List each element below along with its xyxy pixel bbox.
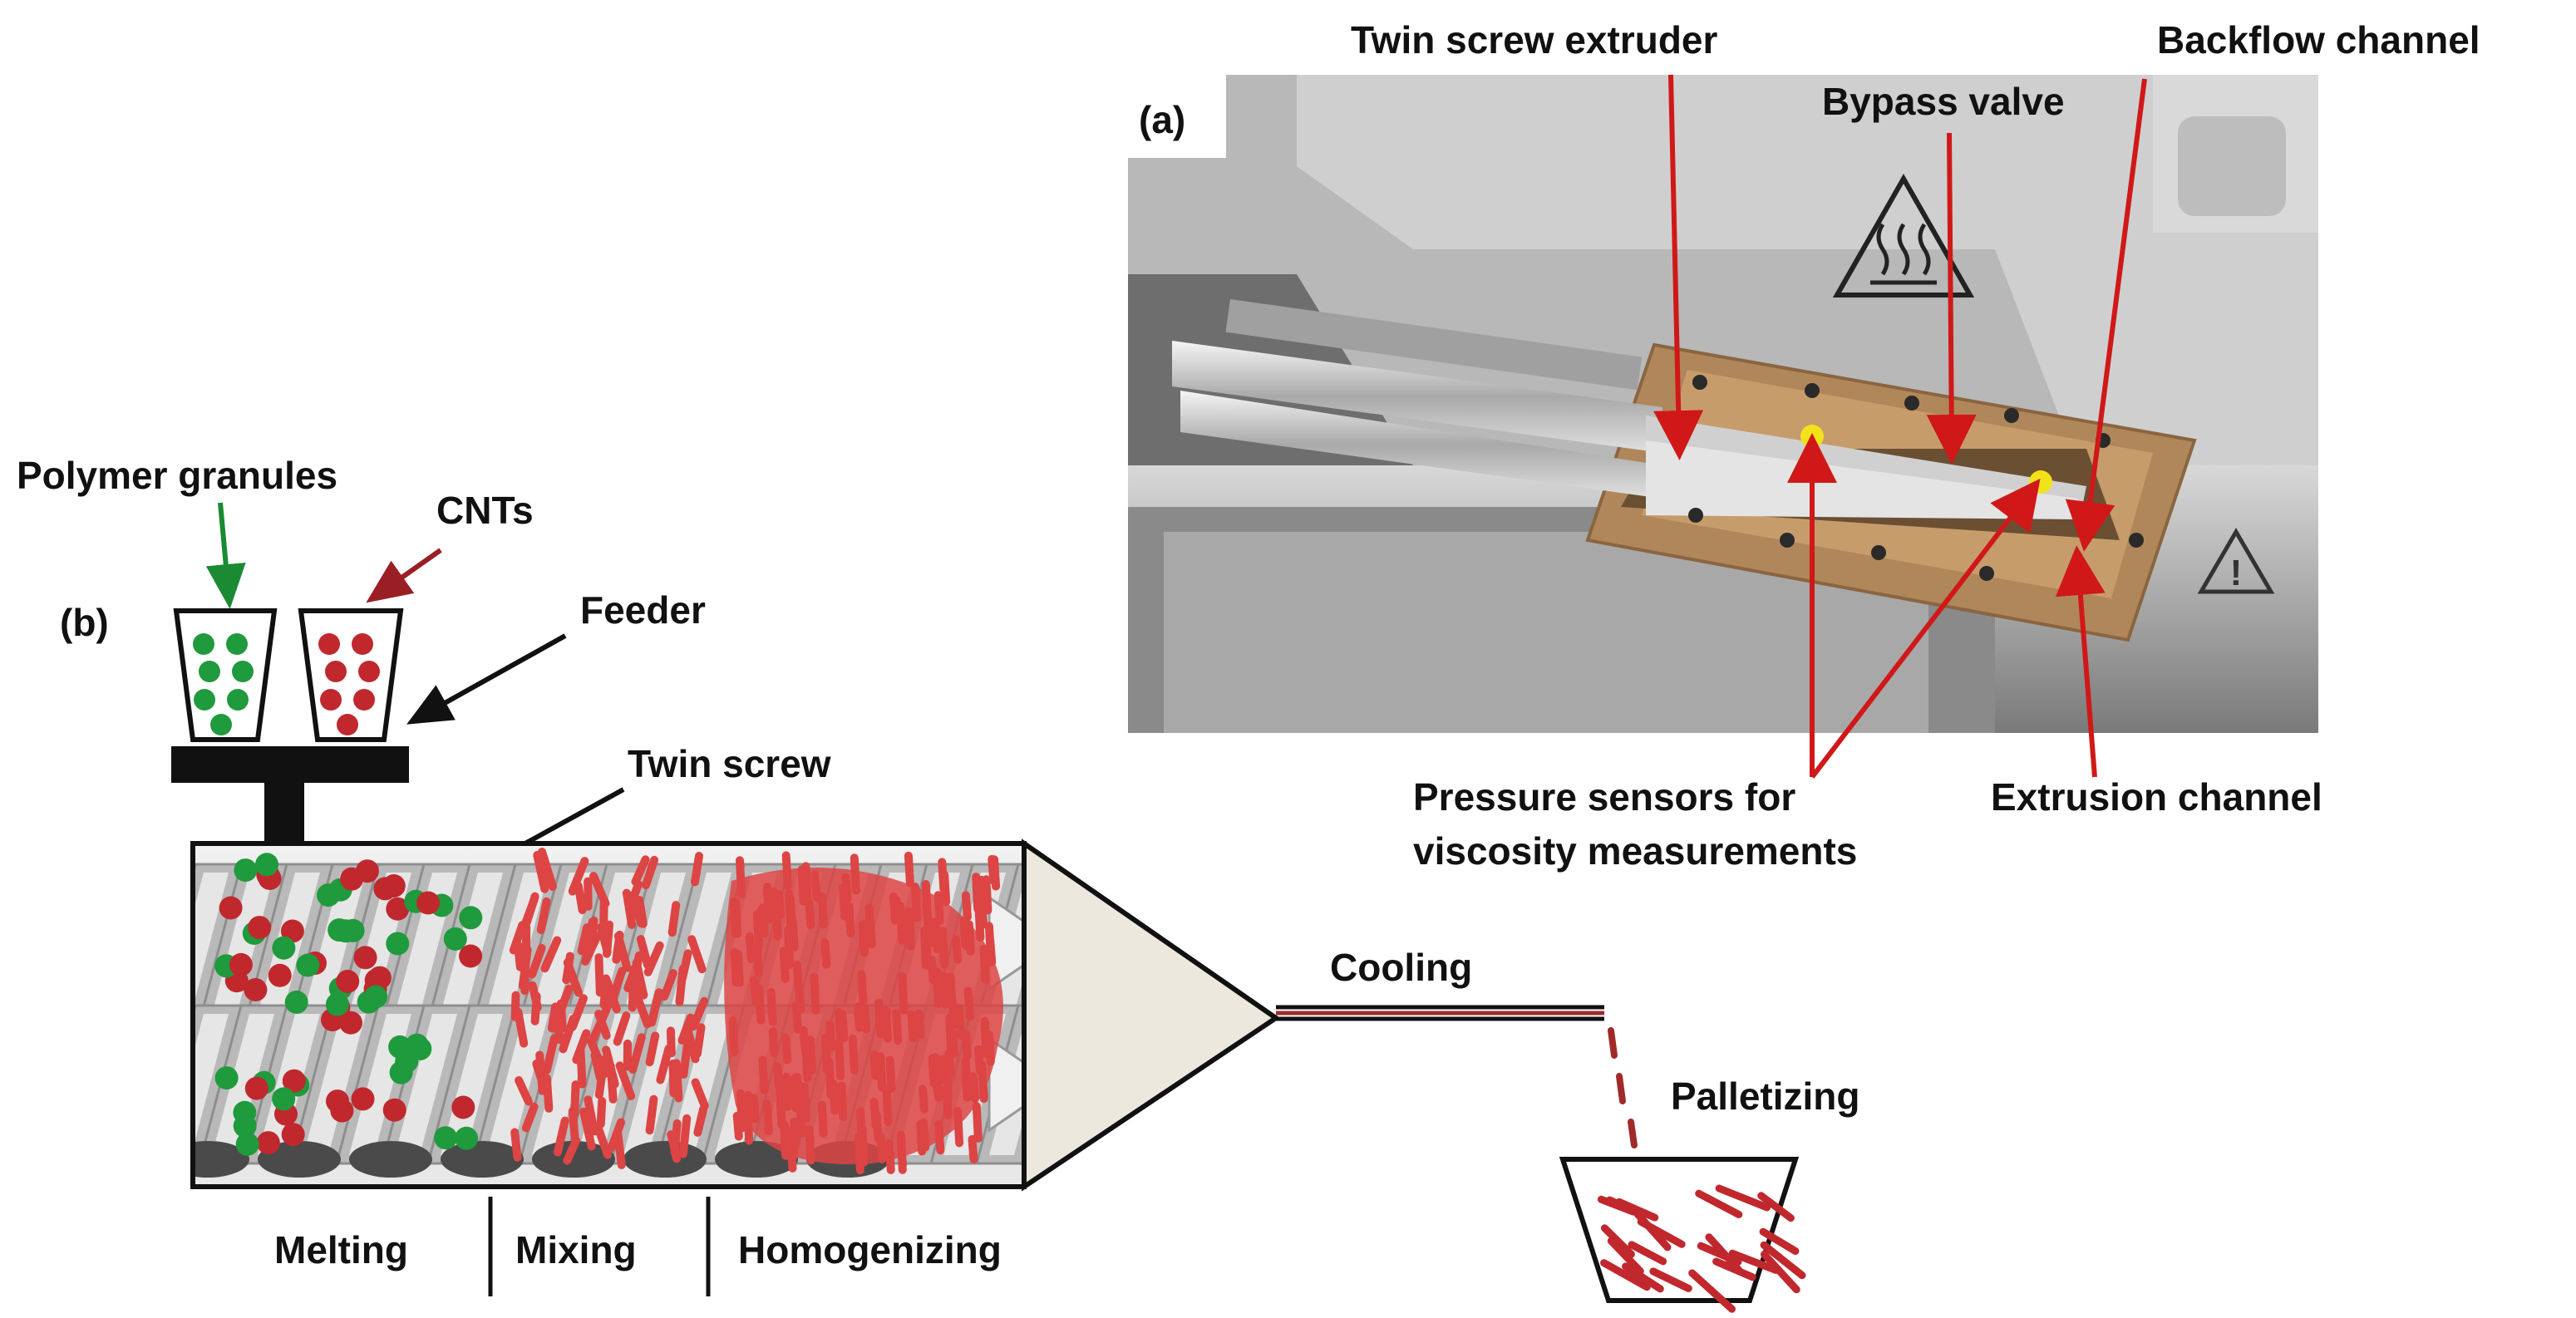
label-polymer-granules: Polymer granules [17, 454, 337, 497]
label-palletizing: Palletizing [1671, 1075, 1859, 1118]
feeder [171, 608, 409, 848]
hot-surface-warning-icon [1832, 173, 1975, 298]
arrow-twin-screw-extruder [1653, 74, 1704, 460]
pellet [1695, 1189, 1743, 1218]
pellet [1622, 1262, 1664, 1293]
pellet [1600, 1224, 1635, 1258]
cnt-particle [352, 633, 373, 655]
cnt-particle [325, 661, 347, 682]
polymer-granule [232, 661, 254, 682]
cnt-particle [318, 633, 340, 655]
polymer-granule [227, 689, 249, 711]
pellet [1760, 1241, 1806, 1280]
label-pressure-sensors-line2: viscosity measurements [1413, 829, 1857, 873]
pellet [1628, 1241, 1667, 1266]
polymer-granule [194, 689, 215, 711]
label-cooling: Cooling [1330, 946, 1472, 989]
polymer-granule [226, 633, 248, 655]
label-bypass-valve: Bypass valve [1822, 80, 2065, 123]
label-twin-screw-extruder: Twin screw extruder [1351, 18, 1718, 61]
polymer-granule [210, 714, 232, 735]
pellet [1607, 1237, 1644, 1276]
cnt-particle [353, 689, 375, 711]
label-extrusion-channel: Extrusion channel [1991, 775, 2322, 819]
pellet [1759, 1227, 1800, 1255]
arrow-pressure-sensor-2 [1810, 478, 2041, 779]
pellet [1600, 1259, 1651, 1291]
arrow-extrusion-channel [2055, 545, 2106, 778]
cnt-particle [358, 661, 380, 682]
arrow-cnts [366, 548, 442, 603]
melting-zone-particles [214, 853, 483, 1156]
pellet [1697, 1242, 1742, 1266]
polymer-granule [193, 633, 214, 655]
cnt-particle [320, 689, 342, 711]
mixing-zone-fibers [509, 848, 709, 1169]
pellet [1688, 1269, 1736, 1313]
extruder-barrel [190, 839, 1281, 1192]
arrow-feeder [406, 633, 567, 725]
zone-label-melting: Melting [274, 1228, 408, 1271]
arrow-polymer-granules [205, 502, 246, 609]
pressure-sensor-2 [2029, 470, 2052, 494]
panel-a-arrows [1653, 74, 2147, 779]
extruder-die [1022, 839, 1281, 1192]
zone-label-mixing: Mixing [515, 1228, 637, 1271]
pellet-cup [1559, 1157, 1806, 1313]
arrow-backflow-channel [2065, 78, 2147, 552]
label-backflow-channel: Backflow channel [2157, 18, 2480, 61]
cooling-strand [1276, 1005, 1604, 1021]
panel-a-tag: (a) [1139, 98, 1185, 141]
pressure-sensor-1 [1800, 425, 1824, 448]
feeder-plate [171, 746, 409, 783]
arrow-bypass-valve [1926, 132, 1977, 465]
feeder-neck [264, 781, 304, 848]
pellet [1712, 1257, 1756, 1281]
label-feeder: Feeder [580, 588, 706, 632]
caution-warning-icon: ! [2197, 528, 2275, 594]
label-cnts: CNTs [436, 489, 534, 532]
polymer-granule [199, 661, 220, 682]
pellet [1761, 1251, 1800, 1294]
cnt-particle [337, 714, 358, 735]
pellet [1649, 1267, 1692, 1292]
panel-a-photo: ! [1128, 75, 2318, 733]
homogenizing-zone-melt [724, 851, 1003, 1174]
label-pressure-sensors-line1: Pressure sensors for [1413, 775, 1795, 819]
pellet [1728, 1249, 1780, 1274]
pellet [1628, 1203, 1672, 1252]
pellet [1715, 1184, 1771, 1212]
pellet [1757, 1192, 1795, 1222]
zone-label-homogenizing: Homogenizing [738, 1228, 1002, 1271]
panel-b-tag: (b) [60, 601, 109, 644]
label-twin-screw: Twin screw [628, 742, 831, 785]
svg-text:!: ! [2230, 553, 2243, 593]
